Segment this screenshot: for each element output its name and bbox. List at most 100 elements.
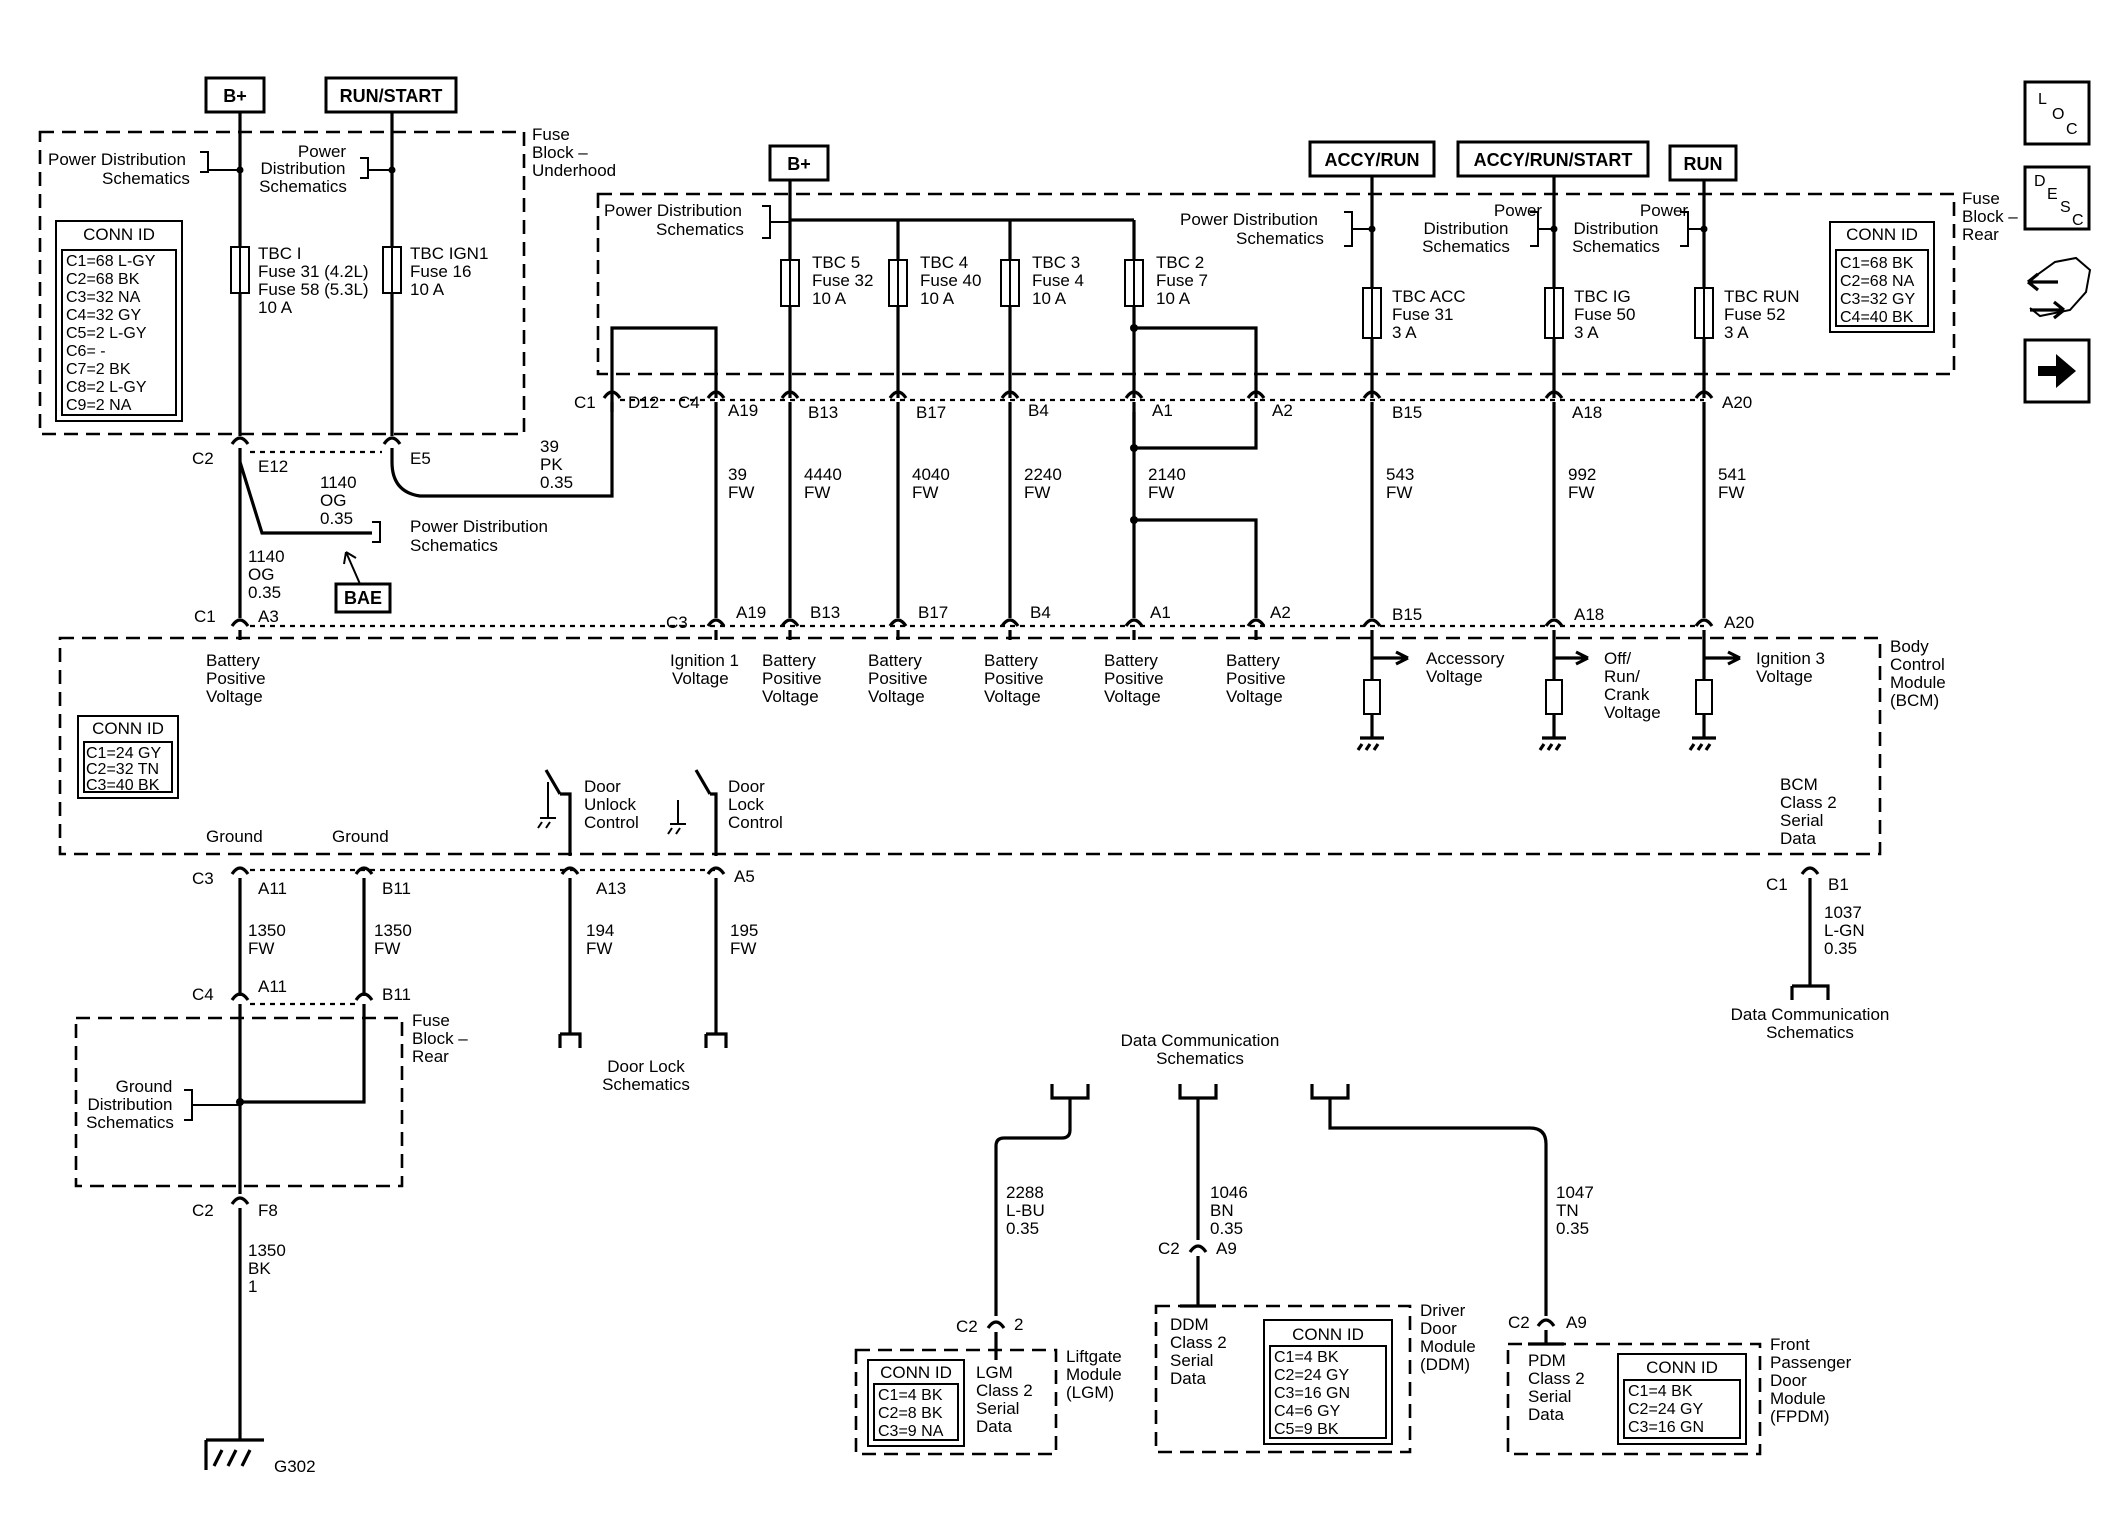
module-label: Class 2 bbox=[1528, 1369, 1585, 1388]
pds-label: Distribution bbox=[1423, 219, 1508, 238]
conn-id-row: C4=40 BK bbox=[1840, 309, 1914, 326]
pin-label: B11 bbox=[382, 879, 411, 898]
wire-label: FW bbox=[1386, 483, 1412, 502]
module-label: Data bbox=[976, 1417, 1012, 1436]
wire-label: OG bbox=[320, 491, 346, 510]
bae-reference[interactable]: BAE bbox=[334, 551, 392, 614]
pin-label: B15 bbox=[1392, 605, 1422, 624]
fuse-label: TBC 4 bbox=[920, 253, 968, 272]
wire-label: FW bbox=[586, 939, 612, 958]
block-title-line: Fuse bbox=[1962, 189, 2000, 208]
conn-id-row: C2=24 GY bbox=[1628, 1401, 1703, 1418]
door-lock-schematics-label[interactable]: Schematics bbox=[602, 1075, 690, 1094]
module-label: PDM bbox=[1528, 1351, 1566, 1370]
block-title-line: Block – bbox=[412, 1029, 468, 1048]
fuse-tbc3: TBC 3 Fuse 4 10 A bbox=[1000, 253, 1084, 308]
pin-label: C1 bbox=[574, 393, 596, 412]
conn-id-row: C5=9 BK bbox=[1274, 1421, 1339, 1438]
wire-label: 4040 bbox=[912, 465, 950, 484]
pin-label: B13 bbox=[810, 603, 840, 622]
pin-label: A9 bbox=[1216, 1239, 1237, 1258]
dcs-label[interactable]: Schematics bbox=[1766, 1023, 1854, 1042]
pin-label: A5 bbox=[734, 867, 755, 886]
input-label: Positive bbox=[1104, 669, 1164, 688]
pin-label: D12 bbox=[628, 393, 659, 412]
door-lock-switch: Door Lock Control bbox=[667, 769, 783, 856]
fuse-label: 10 A bbox=[258, 298, 293, 317]
module-title-line: Module bbox=[1890, 673, 1946, 692]
connector-e5: E5 bbox=[382, 436, 431, 468]
fuse-label: Fuse 32 bbox=[812, 271, 873, 290]
fuse-label: 3 A bbox=[1392, 323, 1417, 342]
mid-wire-labels: 39 FW 4440 FW 4040 FW 2240 FW 2140 FW 54… bbox=[728, 465, 1746, 502]
dcs-label[interactable]: Schematics bbox=[1156, 1049, 1244, 1068]
wire-label: FW bbox=[1568, 483, 1594, 502]
gds-label: Ground bbox=[116, 1077, 173, 1096]
desc-letter: E bbox=[2047, 186, 2058, 203]
switch-label: Door bbox=[728, 777, 765, 796]
fuse-label: 10 A bbox=[1032, 289, 1067, 308]
fuse-label: Fuse 16 bbox=[410, 262, 471, 281]
connector-fpdm: C2 A9 bbox=[1508, 1313, 1587, 1344]
wire-label: L-GN bbox=[1824, 921, 1865, 940]
pds-label: Distribution bbox=[1573, 219, 1658, 238]
conn-id-row: C2=8 BK bbox=[878, 1405, 943, 1422]
front-passenger-door-module: PDM Class 2 Serial Data CONN ID C1=4 BK … bbox=[1506, 1335, 1852, 1456]
connector-lgm: C2 2 bbox=[956, 1315, 1023, 1360]
power-source-label: B+ bbox=[223, 86, 247, 106]
fuse-tbc4: TBC 4 Fuse 40 10 A bbox=[888, 253, 981, 308]
pin-label: B15 bbox=[1392, 403, 1422, 422]
input-label: Battery bbox=[1226, 651, 1280, 670]
output-label: Off/ bbox=[1604, 649, 1631, 668]
connector-view-icon[interactable] bbox=[2027, 256, 2092, 320]
rear-block2-connectors: C4 A11 B11 bbox=[192, 977, 411, 1014]
conn-id-row: C3=32 NA bbox=[66, 289, 141, 306]
pds-label: Power Distribution bbox=[604, 201, 742, 220]
power-source-run-start: RUN/START bbox=[324, 76, 458, 114]
module-title-line: Control bbox=[1890, 655, 1945, 674]
conn-id-row: C7=2 BK bbox=[66, 361, 131, 378]
switch-label: Control bbox=[728, 813, 783, 832]
door-lock-schematics-label[interactable]: Door Lock bbox=[607, 1057, 685, 1076]
block-title-line: Fuse bbox=[412, 1011, 450, 1030]
input-label: Battery bbox=[1104, 651, 1158, 670]
conn-id-row: C1=4 BK bbox=[878, 1387, 943, 1404]
loc-icon[interactable]: L O C bbox=[2023, 80, 2091, 146]
dcs-label[interactable]: Data Communication bbox=[1731, 1005, 1890, 1024]
module-label: LGM bbox=[976, 1363, 1013, 1382]
desc-letter: S bbox=[2060, 199, 2071, 216]
wire-label: FW bbox=[728, 483, 754, 502]
next-page-icon[interactable] bbox=[2023, 338, 2091, 404]
fuse-label: TBC I bbox=[258, 244, 301, 263]
serial-label: Class 2 bbox=[1780, 793, 1837, 812]
pds-label: Power bbox=[298, 142, 347, 161]
conn-id-row: C6= - bbox=[66, 343, 106, 360]
bcm-output-accessory: Accessory Voltage bbox=[1356, 640, 1505, 751]
pin-label: C1 bbox=[1766, 875, 1788, 894]
power-source-run: RUN bbox=[1668, 144, 1738, 182]
power-source-bplus: B+ bbox=[204, 76, 266, 114]
pin-label: A11 bbox=[258, 879, 287, 898]
dcs-label[interactable]: Data Communication bbox=[1121, 1031, 1280, 1050]
fuse-label: Fuse 58 (5.3L) bbox=[258, 280, 369, 299]
fuse-tbc-run: TBC RUN Fuse 52 3 A bbox=[1694, 287, 1800, 342]
wire-label: PK bbox=[540, 455, 563, 474]
output-label: Crank bbox=[1604, 685, 1650, 704]
pds-label: Schematics bbox=[259, 177, 347, 196]
wire-label: 0.35 bbox=[1210, 1219, 1243, 1238]
wire-label: 1350 bbox=[374, 921, 412, 940]
rear-block-connector-row: C1 D12 C4 A19 B13 B17 B4 A1 A2 B15 A18 A… bbox=[574, 390, 1752, 422]
desc-icon[interactable]: D E S C bbox=[2023, 165, 2091, 231]
pin-label: A18 bbox=[1574, 605, 1604, 624]
wire-label: 1350 bbox=[248, 921, 286, 940]
switch-label: Lock bbox=[728, 795, 764, 814]
output-label: Accessory bbox=[1426, 649, 1505, 668]
wire-label: FW bbox=[912, 483, 938, 502]
output-label: Ignition 3 bbox=[1756, 649, 1825, 668]
conn-id-title: CONN ID bbox=[92, 719, 164, 738]
fuse-label: Fuse 50 bbox=[1574, 305, 1635, 324]
module-title-line: Module bbox=[1066, 1365, 1122, 1384]
fuse-label: 10 A bbox=[920, 289, 955, 308]
input-label: Battery bbox=[206, 651, 260, 670]
